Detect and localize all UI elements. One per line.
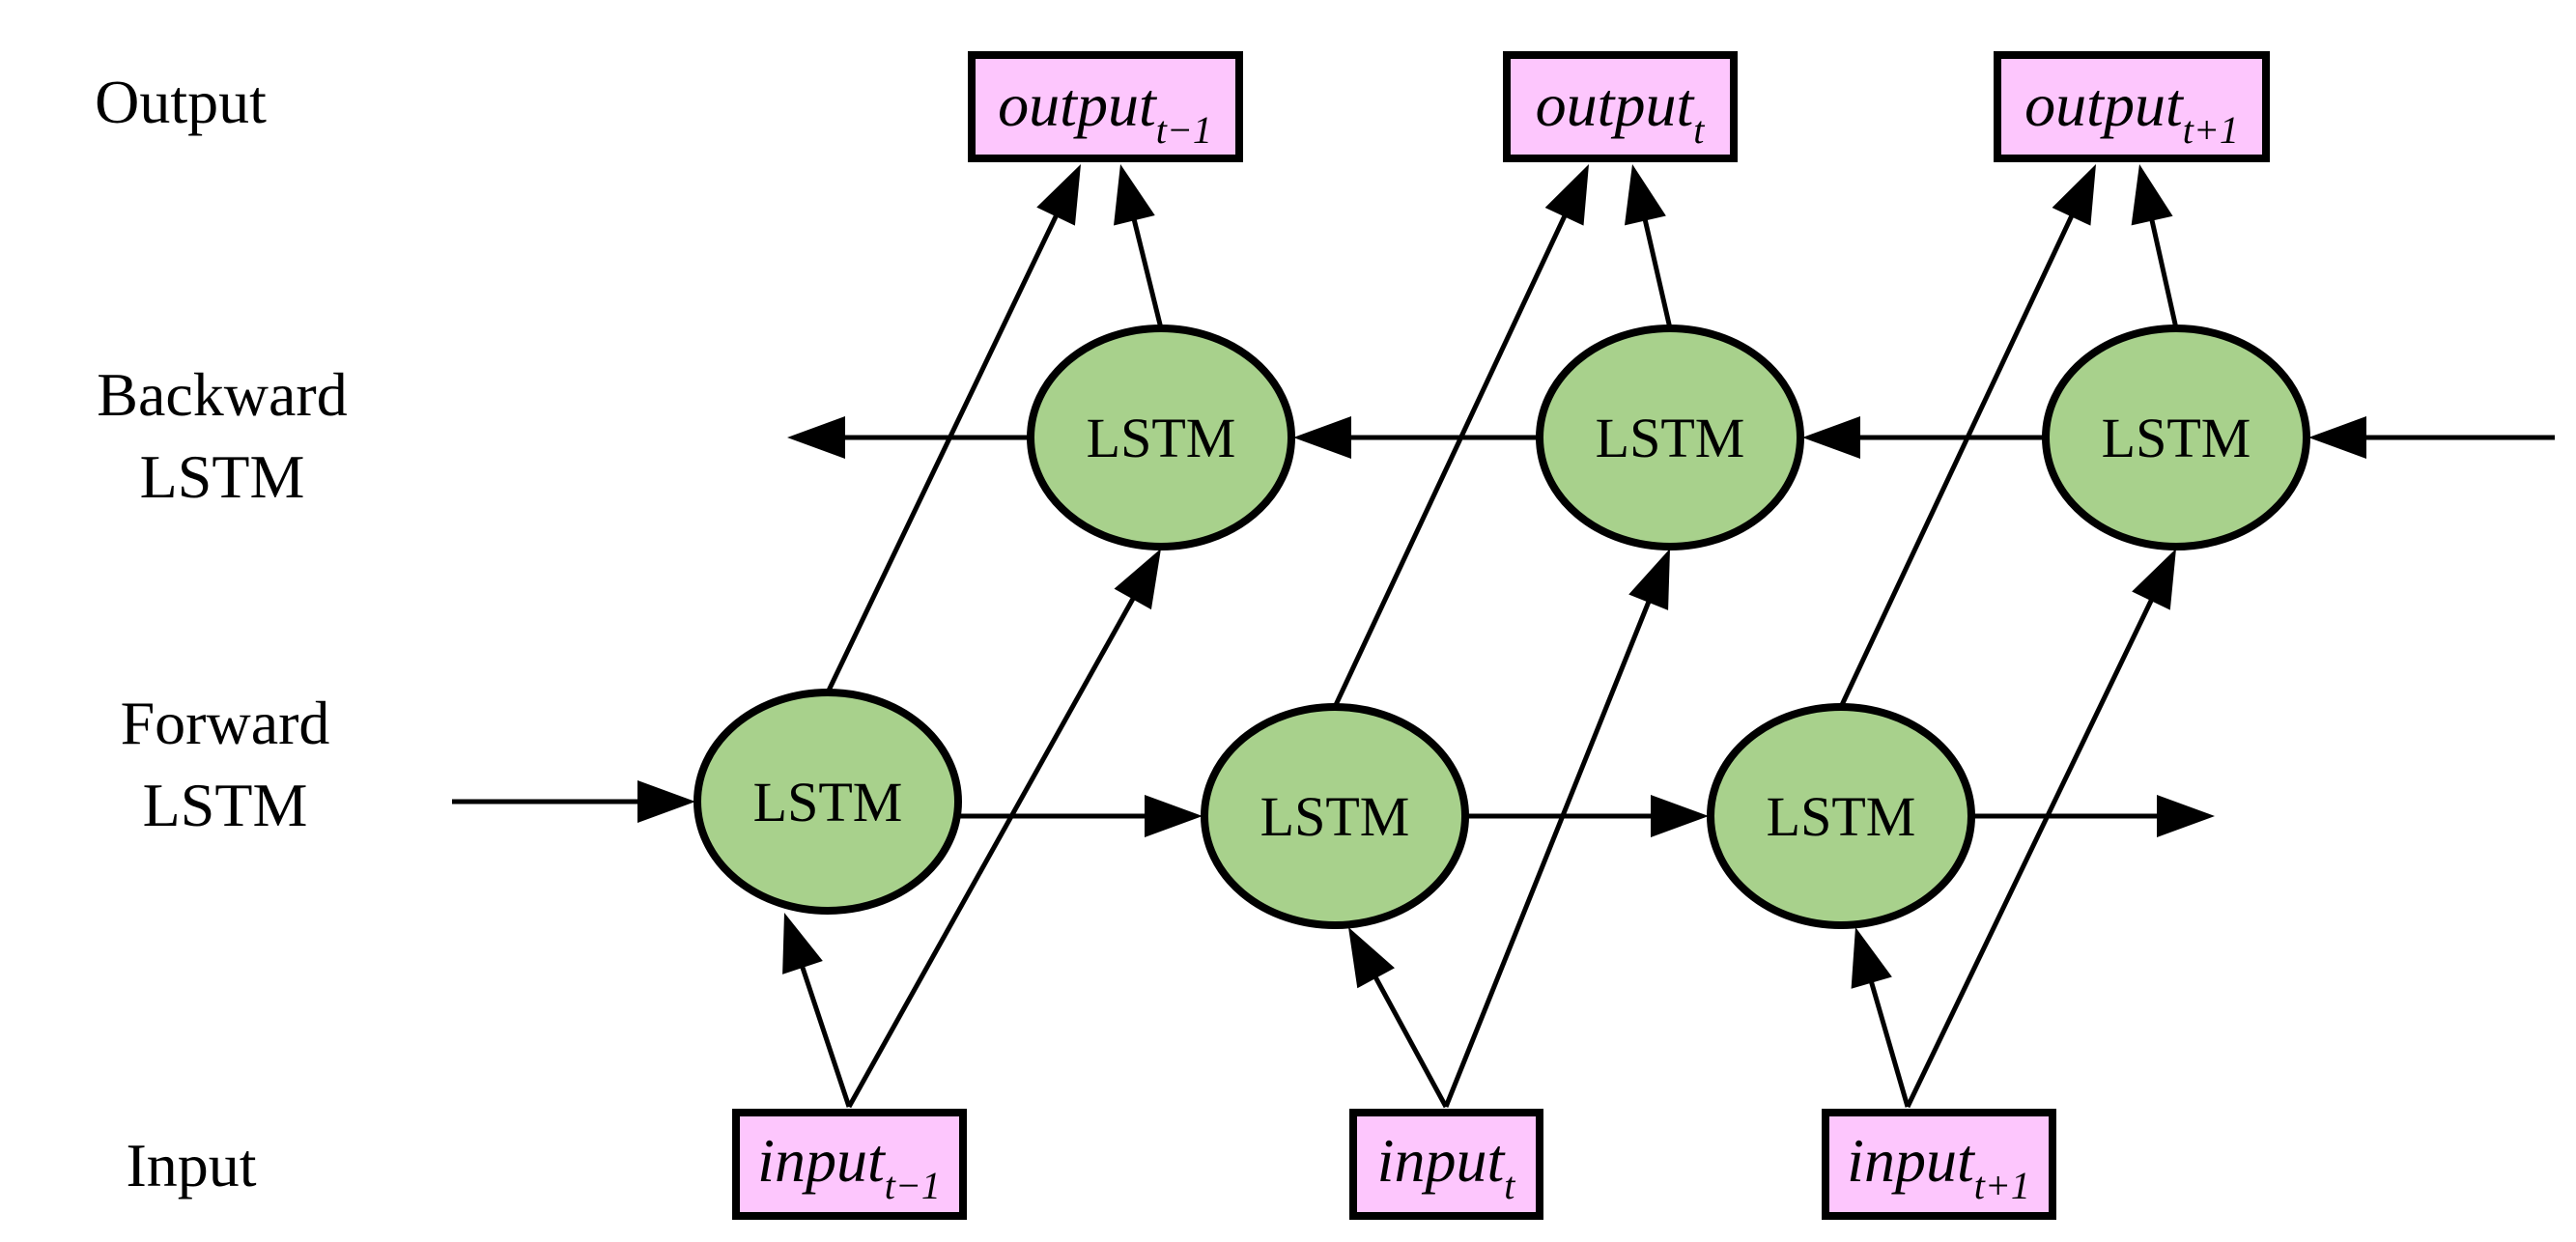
forward-lstm-cell: LSTM xyxy=(1201,703,1469,929)
backward-to-output-arrow xyxy=(1641,212,1673,329)
arrowhead-icon xyxy=(787,416,845,459)
arrowhead-icon xyxy=(2308,416,2366,459)
edges-layer xyxy=(452,164,2555,1109)
arrowhead-icon xyxy=(1114,164,1155,226)
input-box: inputt+1 xyxy=(1822,1109,2056,1220)
input-to-backward-arrow xyxy=(846,591,1139,1109)
arrowhead-icon xyxy=(1851,927,1892,989)
backward-lstm-cell: LSTM xyxy=(1536,325,1804,550)
arrowhead-icon xyxy=(2131,164,2173,226)
svg-text:inputt: inputt xyxy=(1377,1126,1516,1207)
input-to-forward-arrow xyxy=(798,959,852,1108)
arrowhead-icon xyxy=(1628,549,1670,610)
arrowhead-icon xyxy=(1114,549,1161,610)
svg-text:LSTM: LSTM xyxy=(1087,407,1236,469)
input-box: inputt xyxy=(1349,1109,1543,1220)
arrowhead-icon xyxy=(1802,416,1860,459)
row-label-output: Output xyxy=(95,68,267,136)
output-box: outputt−1 xyxy=(968,51,1243,162)
svg-text:outputt: outputt xyxy=(1536,71,1706,152)
svg-text:inputt−1: inputt−1 xyxy=(757,1126,941,1207)
input-to-forward-arrow xyxy=(1370,970,1449,1109)
arrowhead-icon xyxy=(1544,164,1589,226)
arrowhead-icon xyxy=(2132,549,2176,610)
input-box: inputt−1 xyxy=(732,1109,967,1220)
arrowhead-icon xyxy=(1145,795,1203,837)
row-label-forward-line1: Forward xyxy=(121,689,330,757)
input-to-forward-arrow xyxy=(1867,974,1911,1108)
svg-text:outputt+1: outputt+1 xyxy=(2024,71,2239,152)
backward-lstm-cell: LSTM xyxy=(1027,325,1295,550)
svg-text:LSTM: LSTM xyxy=(1767,785,1916,848)
input-to-backward-arrow xyxy=(1905,592,2157,1109)
arrowhead-icon xyxy=(1293,416,1351,459)
backward-to-output-arrow xyxy=(1130,212,1164,329)
backward-lstm-cell: LSTM xyxy=(2042,325,2310,550)
arrowhead-icon xyxy=(1651,795,1709,837)
arrowhead-icon xyxy=(2157,795,2215,837)
forward-lstm-cell: LSTM xyxy=(1707,703,1975,929)
svg-text:LSTM: LSTM xyxy=(1260,785,1410,848)
svg-text:LSTM: LSTM xyxy=(753,771,903,833)
output-box: outputt xyxy=(1503,51,1738,162)
svg-text:LSTM: LSTM xyxy=(1596,407,1745,469)
row-label-input: Input xyxy=(126,1131,256,1200)
forward-to-output-arrow xyxy=(1332,209,1571,709)
arrowhead-icon xyxy=(782,913,823,974)
row-label-backward-line1: Backward xyxy=(97,360,347,429)
input-to-backward-arrow xyxy=(1443,594,1654,1108)
arrowhead-icon xyxy=(2052,164,2096,226)
backward-to-output-arrow xyxy=(2147,212,2179,329)
row-label-forward-line2: LSTM xyxy=(143,771,308,839)
svg-text:outputt−1: outputt−1 xyxy=(998,71,1212,152)
forward-lstm-cell: LSTM xyxy=(694,689,962,915)
arrowhead-icon xyxy=(1348,927,1395,989)
arrowhead-icon xyxy=(637,780,695,823)
svg-text:inputt+1: inputt+1 xyxy=(1847,1126,2030,1207)
row-label-backward-line2: LSTM xyxy=(140,442,305,511)
arrowhead-icon xyxy=(1624,164,1666,226)
svg-text:LSTM: LSTM xyxy=(2102,407,2251,469)
forward-to-output-arrow xyxy=(1838,209,2078,709)
arrowhead-icon xyxy=(1036,164,1081,226)
forward-to-output-arrow xyxy=(825,208,1062,694)
output-box: outputt+1 xyxy=(1994,51,2270,162)
